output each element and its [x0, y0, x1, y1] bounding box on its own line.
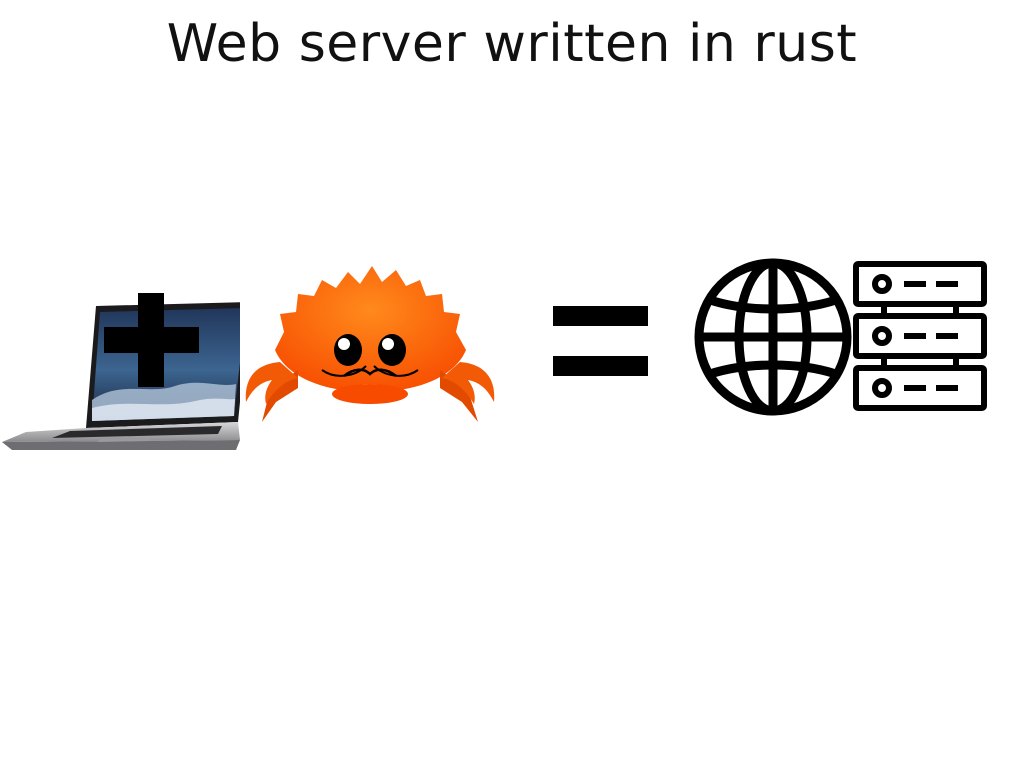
server-rack-icon	[853, 261, 987, 411]
equals-icon	[553, 306, 648, 376]
plus-icon	[104, 293, 199, 387]
rust-crab-ferris-icon	[245, 266, 495, 422]
globe-icon	[694, 258, 852, 416]
slide-title: Web server written in rust	[166, 14, 858, 74]
